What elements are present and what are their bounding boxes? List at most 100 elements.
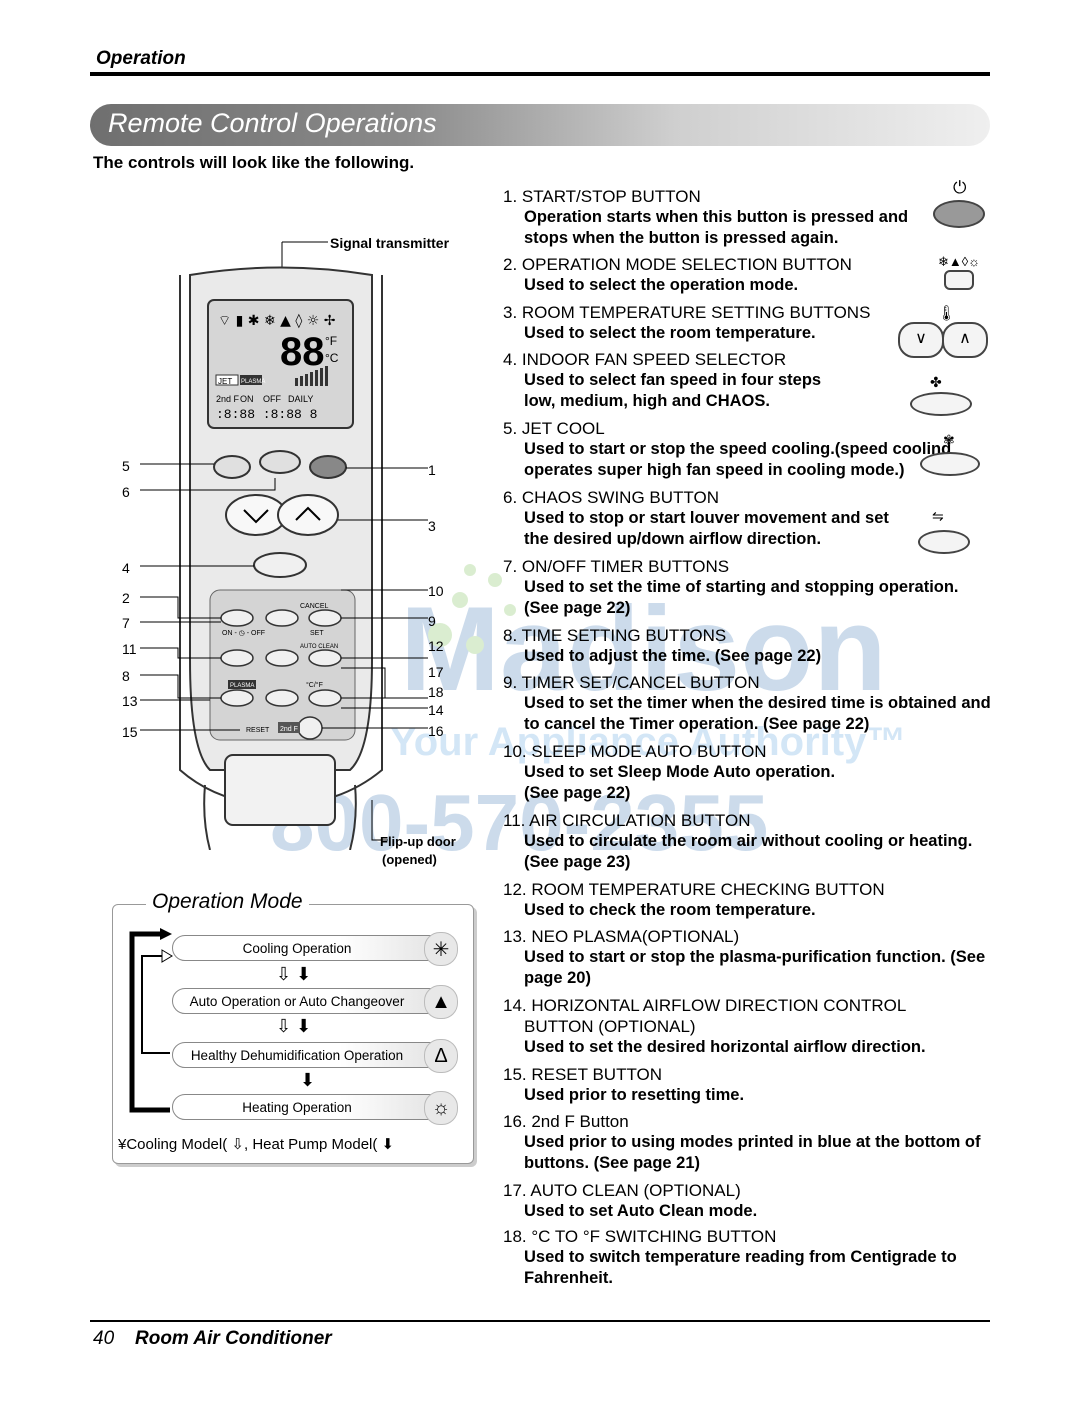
item-title: 10. SLEEP MODE AUTO BUTTON: [503, 742, 767, 761]
item-description: buttons. (See page 21): [524, 1154, 701, 1172]
operation-mode-title: Operation Mode: [146, 890, 309, 914]
svg-text::8:88 :8:88 8: :8:88 :8:88 8: [216, 407, 317, 422]
arrow-down-icons: ⇩ ⬇: [276, 964, 312, 984]
arrow-down-icons: ⇩ ⬇: [276, 1016, 312, 1036]
remote-control-drawing: ⌔ ▮ ✱ ❄ ▲ ◊ ☼ ✢ 88 °F °C JET PLASMA 2nd …: [140, 241, 428, 850]
jet-cool-button-icon: [920, 452, 980, 476]
swing-button-icon: [918, 530, 970, 554]
callout-number: 12: [428, 638, 444, 654]
item-description: Operation starts when this button is pre…: [524, 208, 909, 226]
item-description: Used to set the desired horizontal airfl…: [524, 1038, 926, 1056]
item-description: Used to set the time of starting and sto…: [524, 578, 959, 596]
snowflake-icon: ✳: [424, 932, 458, 966]
svg-text:°C/°F: °C/°F: [306, 681, 323, 689]
mode-cooling: Cooling Operation: [172, 935, 452, 961]
item-title: 9. TIMER SET/CANCEL BUTTON: [503, 673, 760, 692]
item-description: (See page 22): [524, 784, 631, 802]
page-title: Remote Control Operations: [108, 108, 437, 138]
item-description: Used to set the timer when the desired t…: [524, 694, 991, 712]
item-title: 14. HORIZONTAL AIRFLOW DIRECTION CONTROL: [503, 996, 907, 1015]
svg-text:SET: SET: [310, 630, 324, 637]
item-description: Used to check the room temperature.: [524, 901, 816, 919]
item-description: page 20): [524, 969, 591, 987]
mode-heating: Heating Operation: [172, 1094, 452, 1120]
svg-text:OFF: OFF: [263, 394, 281, 404]
item-title: 8. TIME SETTING BUTTONS: [503, 626, 727, 645]
item-description: (See page 22): [524, 599, 631, 617]
svg-text:ON: ON: [240, 394, 254, 404]
item-description: low, medium, high and CHAOS.: [524, 392, 770, 410]
list-item: 12. ROOM TEMPERATURE CHECKING BUTTON Used…: [503, 879, 1028, 921]
item-title: 11. AIR CIRCULATION BUTTON: [503, 811, 751, 830]
solid-arrow-icon: ⬇: [377, 1136, 395, 1153]
item-description: Used to select fan speed in four steps: [524, 371, 822, 389]
header-rule: [90, 72, 990, 76]
mode-dehumidification: Healthy Dehumidification Operation: [172, 1042, 452, 1068]
list-item: 15. RESET BUTTON Used prior to resetting …: [503, 1064, 1028, 1106]
svg-text:AUTO CLEAN: AUTO CLEAN: [300, 644, 338, 650]
footer-title: Room Air Conditioner: [135, 1328, 332, 1349]
item-title: 16. 2nd F Button: [503, 1112, 629, 1131]
callout-number: 1: [428, 462, 436, 478]
callout-number: 11: [122, 641, 137, 657]
callout-number: 15: [122, 724, 138, 740]
list-item: 10. SLEEP MODE AUTO BUTTON Used to set Sl…: [503, 741, 1028, 804]
svg-text:RESET: RESET: [246, 727, 270, 734]
svg-text:PLASMA: PLASMA: [241, 379, 265, 385]
fan-speed-button-icon: [910, 392, 972, 416]
jet-cool-icon: ✾: [943, 432, 955, 448]
item-title: 15. RESET BUTTON: [503, 1065, 663, 1084]
callout-number: 4: [122, 560, 130, 576]
item-description: Used to select the room temperature.: [524, 324, 816, 342]
item-title: 12. ROOM TEMPERATURE CHECKING BUTTON: [503, 880, 885, 899]
item-title: 3. ROOM TEMPERATURE SETTING BUTTONS: [503, 303, 871, 322]
svg-text:2nd F: 2nd F: [280, 726, 298, 733]
list-item: 9. TIMER SET/CANCEL BUTTON Used to set th…: [503, 672, 1028, 735]
callout-number: 18: [428, 684, 444, 700]
svg-text:°F: °F: [325, 334, 337, 348]
callout-number: 16: [428, 723, 444, 739]
item-description: Fahrenheit.: [524, 1269, 613, 1287]
list-item: 7. ON/OFF TIMER BUTTONS Used to set the t…: [503, 556, 1028, 619]
callout-number: 6: [122, 484, 130, 500]
list-item: 14. HORIZONTAL AIRFLOW DIRECTION CONTROL…: [503, 995, 1028, 1058]
flip-up-door-label: Flip-up door (opened): [380, 833, 456, 869]
list-item: 8. TIME SETTING BUTTONS Used to adjust th…: [503, 625, 1028, 667]
item-title: 2. OPERATION MODE SELECTION BUTTON: [503, 255, 852, 274]
intro-text: The controls will look like the followin…: [93, 153, 415, 172]
callout-number: 17: [428, 664, 444, 680]
item-description: (See page 23): [524, 853, 631, 871]
heat-pump-model-label: , Heat Pump Model(: [243, 1136, 378, 1153]
section-label: Operation: [96, 48, 186, 69]
item-description: operates super high fan speed in cooling…: [524, 461, 905, 479]
footer-rule: [90, 1320, 990, 1322]
callout-number: 3: [428, 518, 436, 534]
callout-number: 8: [122, 668, 130, 684]
arrow-down-icon: ⬇: [300, 1070, 316, 1090]
temp-up-button-icon: ∧: [942, 322, 988, 358]
item-title: 5. JET COOL: [503, 419, 605, 438]
droplet-icon: Δ: [424, 1039, 458, 1073]
flip-label-line1: Flip-up door: [380, 834, 456, 849]
power-symbol-icon: ⏻: [953, 178, 967, 197]
swing-icon: ⇋: [932, 508, 944, 524]
mode-button-icon: [944, 270, 974, 290]
item-title: 7. ON/OFF TIMER BUTTONS: [503, 557, 730, 576]
title-banner: [90, 104, 990, 146]
item-title: 18. °C TO °F SWITCHING BUTTON: [503, 1227, 777, 1246]
item-description: Used to adjust the time. (See page 22): [524, 647, 822, 665]
item-description: Used to set Sleep Mode Auto operation.: [524, 763, 836, 781]
page-number: 40: [93, 1328, 115, 1349]
list-item: 3. ROOM TEMPERATURE SETTING BUTTONS Used …: [503, 302, 1028, 344]
thermometer-icon: 🌡: [937, 305, 957, 322]
mode-cycle-arrows: [129, 928, 173, 1113]
item-title: 17. AUTO CLEAN (OPTIONAL): [503, 1181, 741, 1200]
callout-number: 5: [122, 458, 130, 474]
item-description: Used prior to resetting time.: [524, 1086, 745, 1104]
auto-icon: ▲: [424, 985, 458, 1019]
